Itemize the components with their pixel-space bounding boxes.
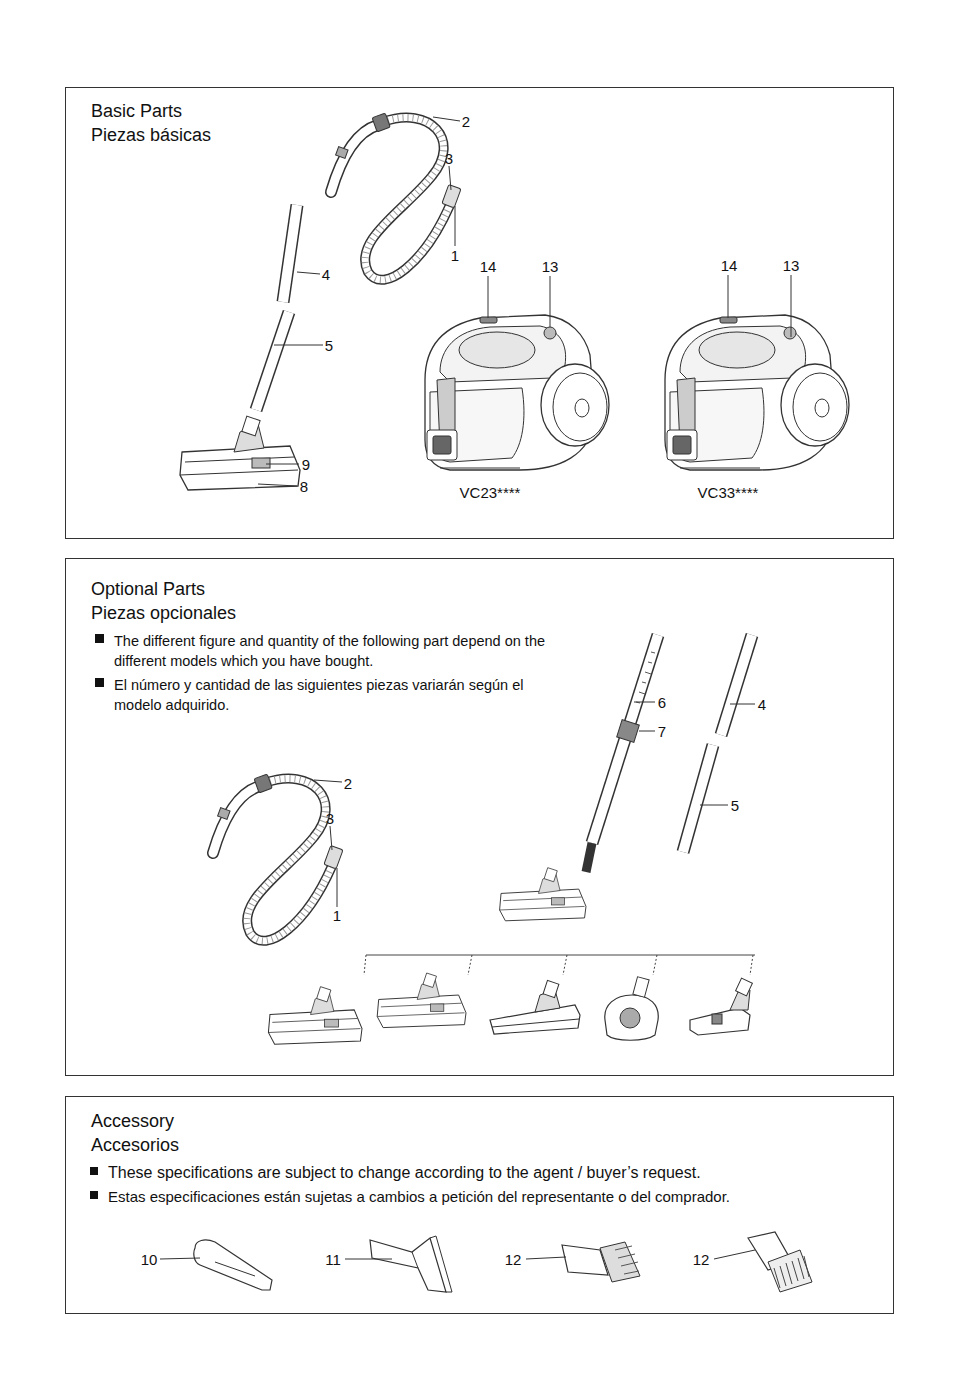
callout-number: 9	[302, 457, 310, 472]
panel-heading: Accesorios	[91, 1134, 351, 1156]
callout-number: 12	[505, 1252, 522, 1267]
panel-heading: Piezas básicas	[91, 124, 351, 146]
callout-number: 1	[451, 248, 459, 263]
callout-number: 13	[542, 259, 559, 274]
panel-heading: Accessory	[91, 1110, 351, 1132]
panel-heading: Optional Parts	[91, 578, 351, 600]
callout-number: 3	[326, 811, 334, 826]
panel-heading: Piezas opcionales	[91, 602, 351, 624]
parts-panel: Basic PartsPiezas básicas	[65, 87, 894, 539]
callout-number: 2	[344, 776, 352, 791]
note-text: The different figure and quantity of the…	[114, 631, 569, 671]
callout-number: 14	[480, 259, 497, 274]
callout-number: 6	[658, 695, 666, 710]
callout-number: 7	[658, 724, 666, 739]
callout-number: 10	[141, 1252, 158, 1267]
note-text: El número y cantidad de las siguientes p…	[114, 675, 569, 715]
callout-number: 5	[325, 338, 333, 353]
panel-heading: Basic Parts	[91, 100, 351, 122]
note-text: Estas especificaciones están sujetas a c…	[108, 1187, 878, 1207]
callout-number: 4	[758, 697, 766, 712]
parts-panel: Optional PartsPiezas opcionalesThe diffe…	[65, 558, 894, 1076]
callout-number: 12	[693, 1252, 710, 1267]
callout-number: 5	[731, 798, 739, 813]
note-text: These specifications are subject to chan…	[108, 1163, 878, 1183]
callout-number: 14	[721, 258, 738, 273]
callout-number: 4	[322, 267, 330, 282]
callout-number: 2	[462, 114, 470, 129]
model-label: VC33****	[698, 485, 759, 500]
model-label: VC23****	[460, 485, 521, 500]
callout-number: 8	[300, 479, 308, 494]
callout-number: 11	[325, 1252, 341, 1267]
callout-number: 1	[333, 908, 341, 923]
callout-number: 3	[445, 151, 453, 166]
parts-panel: AccessoryAccesoriosThese specifications …	[65, 1096, 894, 1314]
callout-number: 13	[783, 258, 800, 273]
